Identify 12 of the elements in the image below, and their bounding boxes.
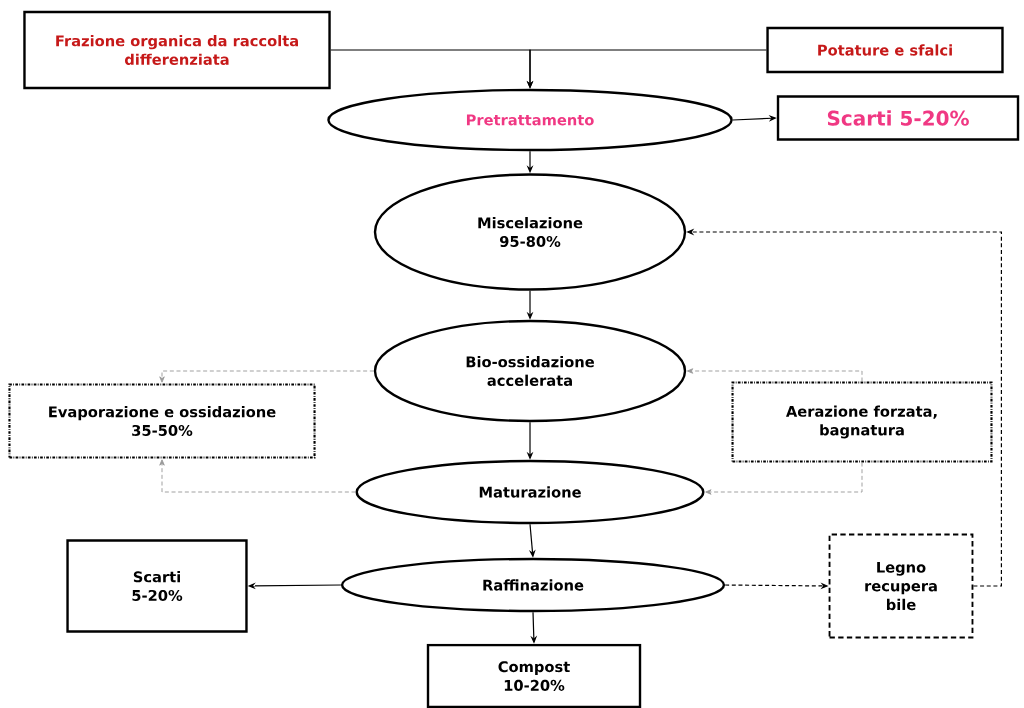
arrow	[705, 462, 863, 495]
output-box: Scarti 5-20%	[776, 95, 1020, 141]
output-box: Legno recupera bile	[828, 533, 974, 639]
output-box: Scarti 5-20%	[66, 539, 248, 633]
output-box: Compost 10-20%	[426, 643, 642, 708]
source-box: Frazione organica da raccolta differenziata	[23, 10, 331, 90]
source-box: Potature e sfalci	[766, 26, 1004, 74]
arrow	[159, 459, 356, 493]
arrow	[686, 368, 863, 382]
arrow	[159, 370, 375, 383]
output-box: Evaporazione e ossidazione 35-50%	[8, 383, 316, 459]
input-box: Aerazione forzata, bagnatura	[731, 381, 993, 463]
